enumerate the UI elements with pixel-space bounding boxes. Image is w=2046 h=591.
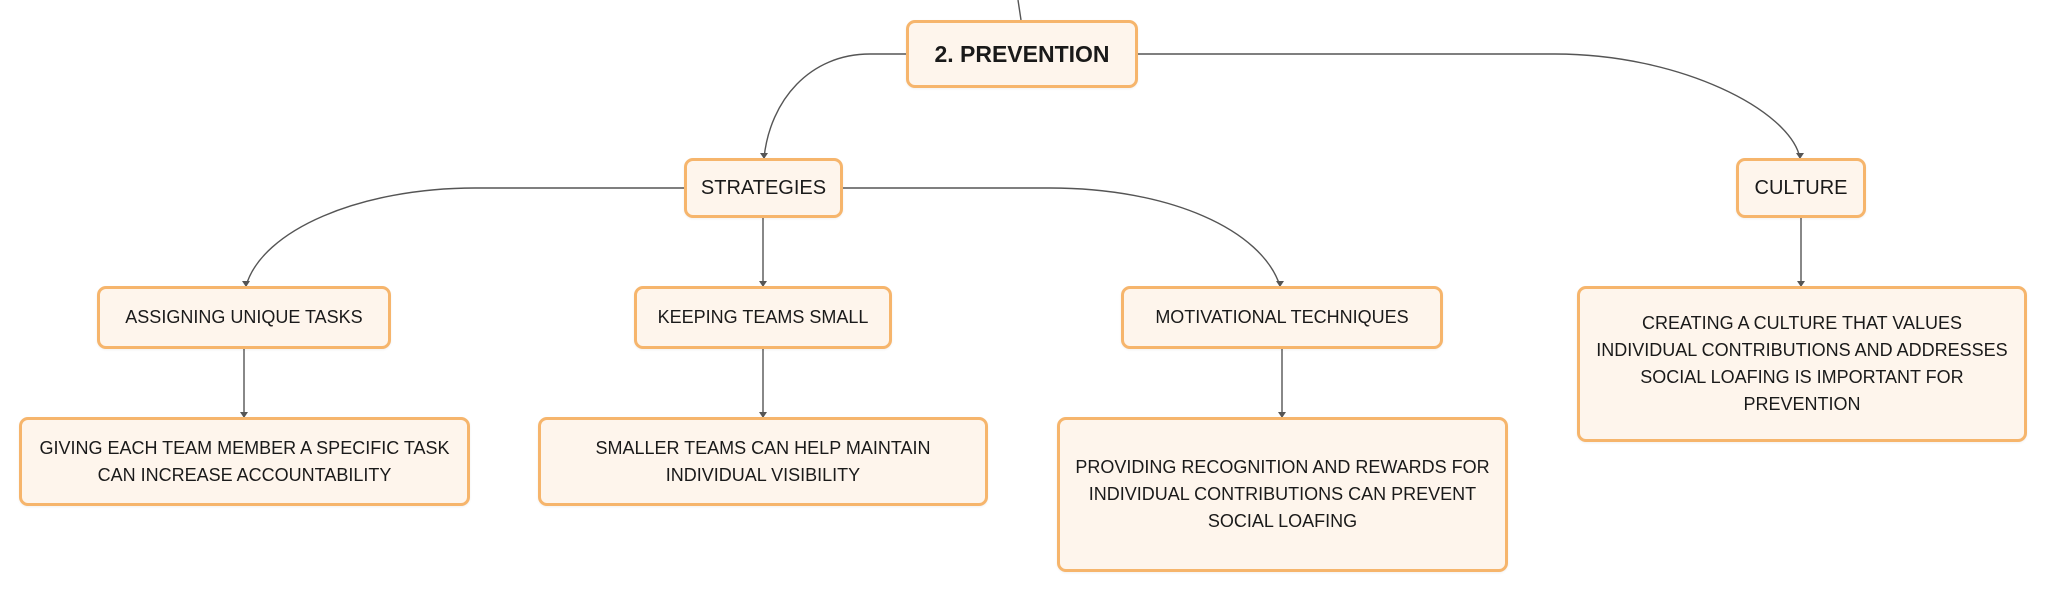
connector-strategies-to-assigning [245,187,686,287]
node-motivational-detail-text: PROVIDING RECOGNITION AND REWARDS FOR IN… [1075,457,1490,531]
node-keeping-detail-text: SMALLER TEAMS CAN HELP MAINTAIN INDIVIDU… [595,437,931,485]
node-prevention-label: 2. PREVENTION [934,40,1110,67]
node-assigning-detail-text: GIVING EACH TEAM MEMBER A SPECIFIC TASK … [39,437,450,485]
node-culture-detail-text: CREATING A CULTURE THAT VALUES INDIVIDUA… [1596,313,2008,414]
node-culture[interactable]: CULTURE [1736,158,1866,218]
node-motivational-techniques[interactable]: MOTIVATIONAL TECHNIQUES [1121,286,1443,349]
node-assigning-detail[interactable]: GIVING EACH TEAM MEMBER A SPECIFIC TASK … [19,417,470,506]
connector-parent-to-root [1017,0,1022,21]
node-assigning-unique-tasks-label: ASSIGNING UNIQUE TASKS [125,307,363,327]
node-motivational-detail[interactable]: PROVIDING RECOGNITION AND REWARDS FOR IN… [1057,417,1508,572]
node-prevention[interactable]: 2. PREVENTION [906,20,1138,88]
node-keeping-teams-small[interactable]: KEEPING TEAMS SMALL [634,286,892,349]
node-motivational-techniques-label: MOTIVATIONAL TECHNIQUES [1155,307,1409,327]
node-culture-label: CULTURE [1754,176,1848,199]
connector-root-to-culture [1138,53,1801,159]
node-keeping-detail[interactable]: SMALLER TEAMS CAN HELP MAINTAIN INDIVIDU… [538,417,988,506]
node-keeping-teams-small-label: KEEPING TEAMS SMALL [657,307,869,327]
connector-root-to-strategies [763,53,906,159]
connector-strategies-to-motivational [841,187,1281,287]
node-strategies-label: STRATEGIES [700,176,827,199]
node-assigning-unique-tasks[interactable]: ASSIGNING UNIQUE TASKS [97,286,391,349]
node-culture-detail[interactable]: CREATING A CULTURE THAT VALUES INDIVIDUA… [1577,286,2027,442]
node-strategies[interactable]: STRATEGIES [684,158,843,218]
